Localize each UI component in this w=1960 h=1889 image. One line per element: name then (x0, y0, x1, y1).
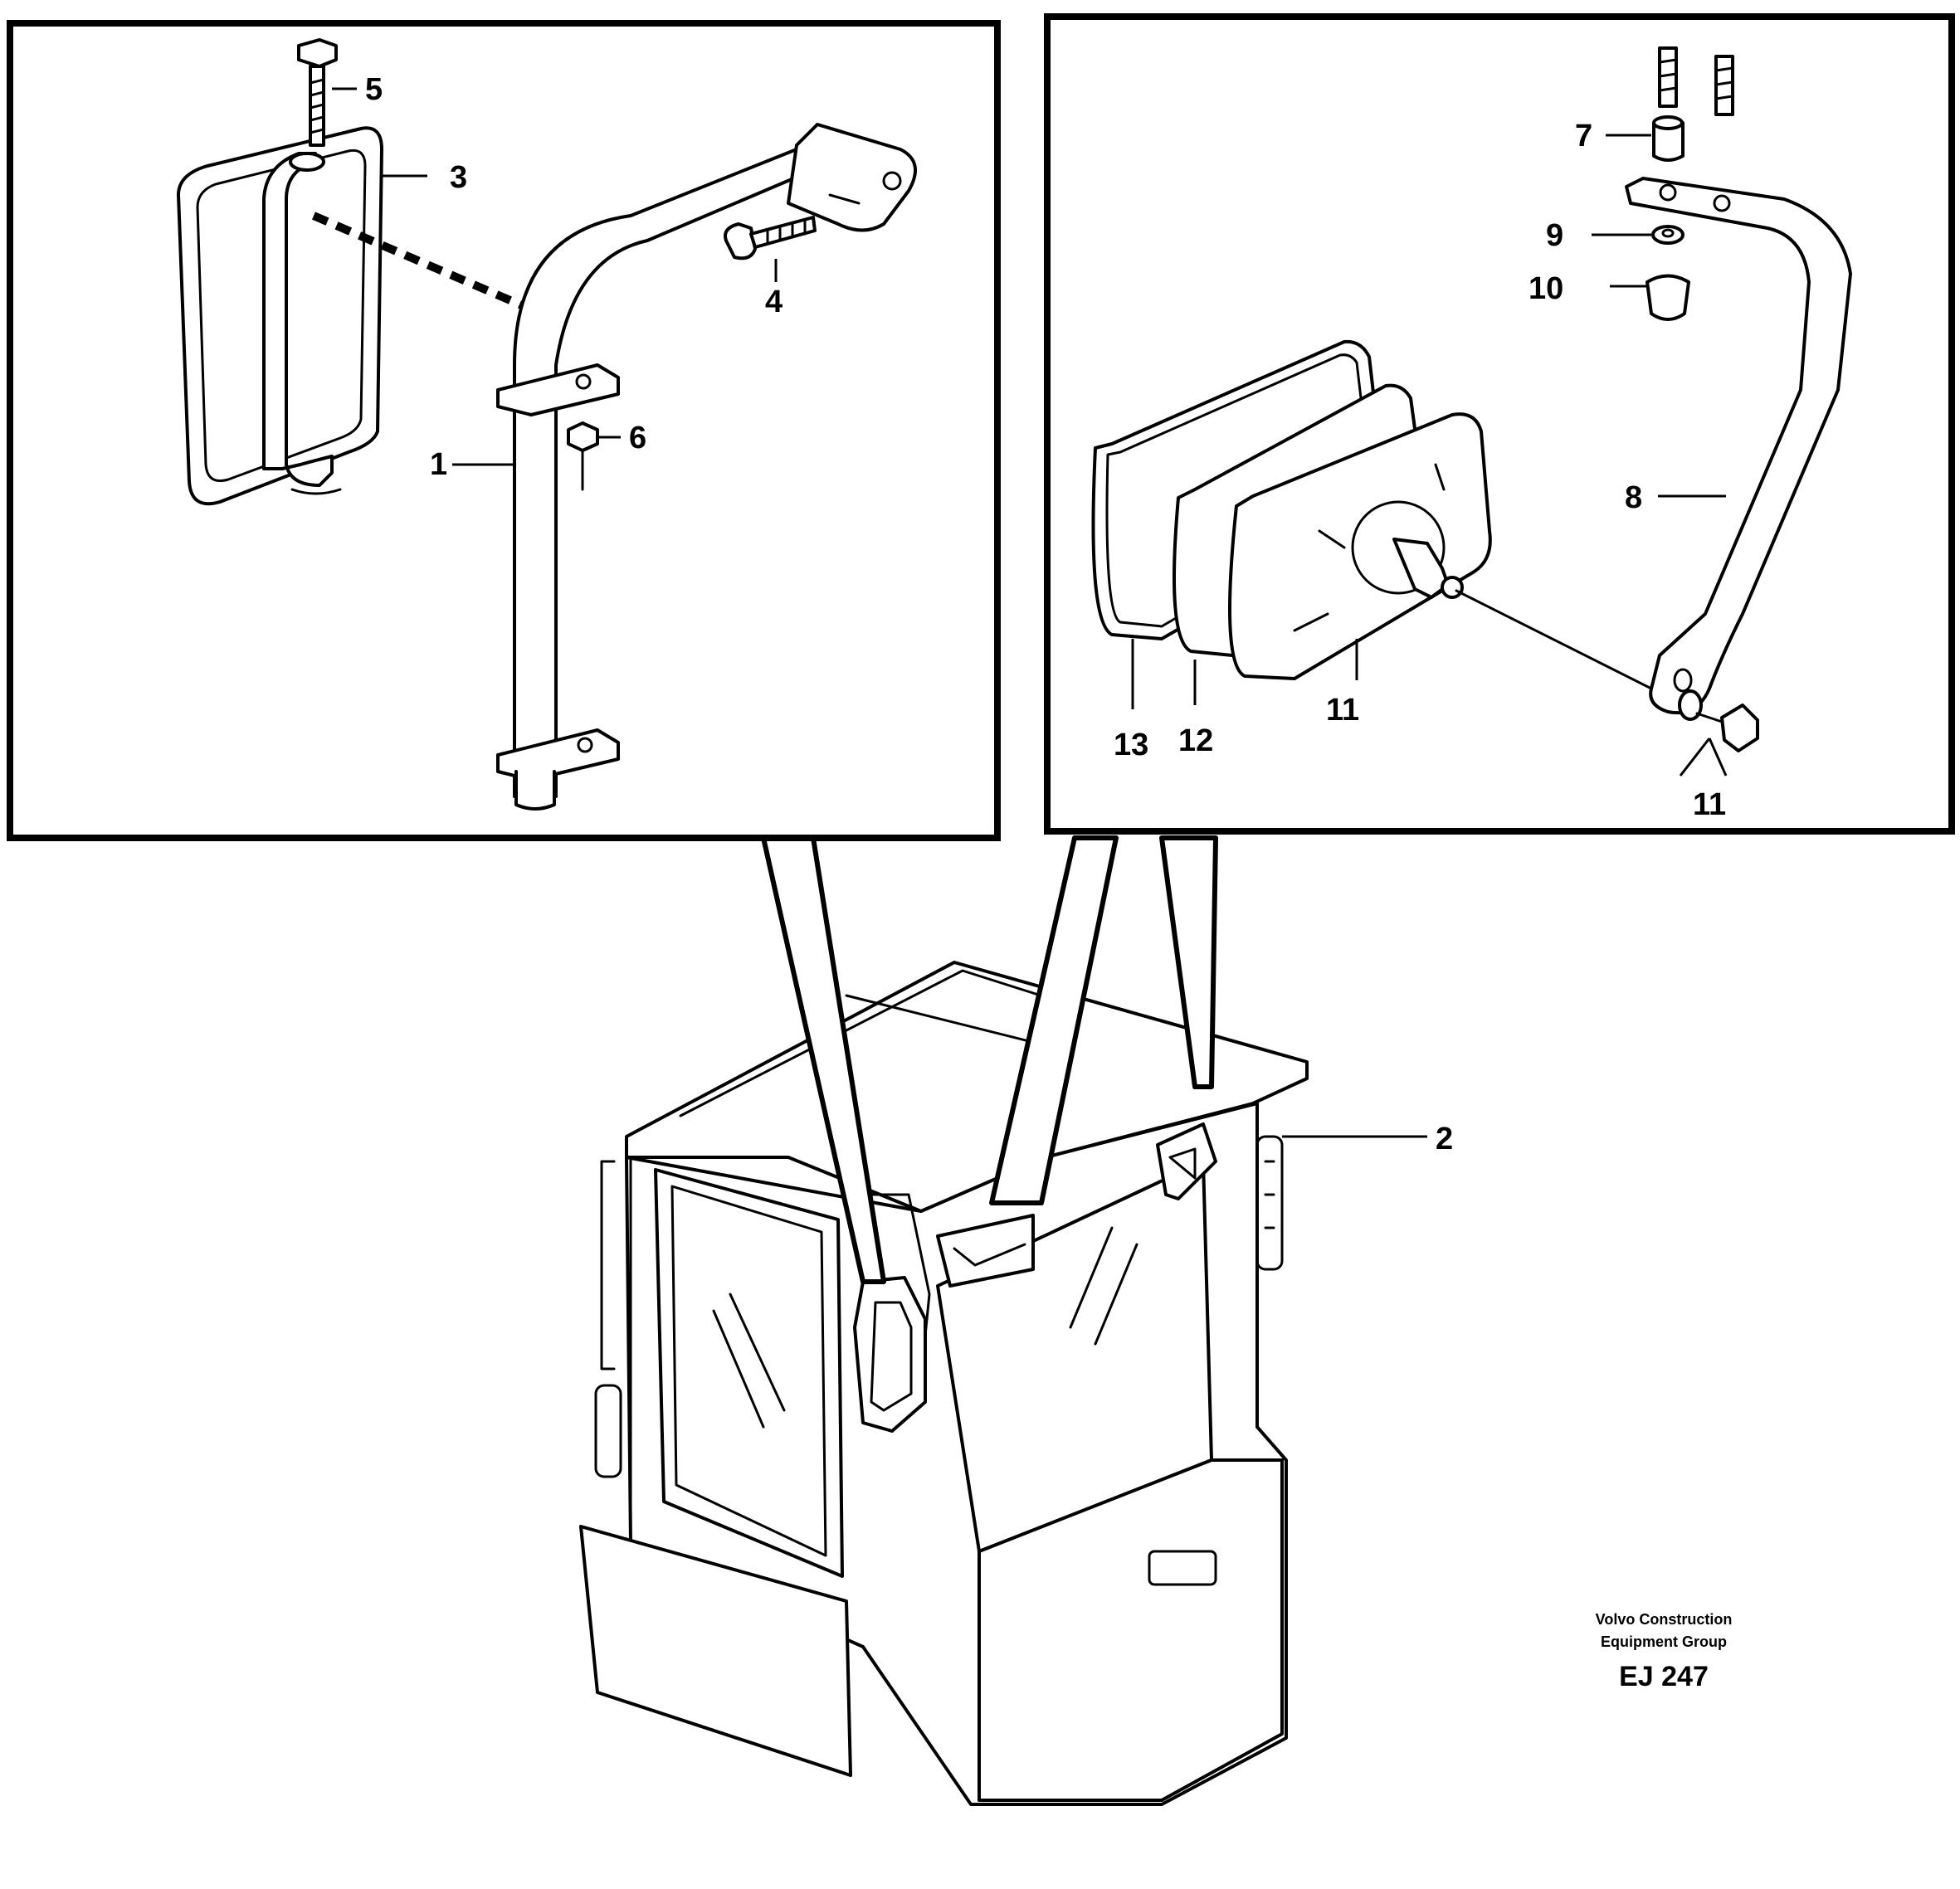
nut-part-6 (567, 421, 599, 491)
callout-7: 7 (1575, 119, 1592, 153)
callout-11-mirror: 11 (1326, 693, 1359, 728)
detail-pointers (761, 835, 1218, 1284)
callout-4: 4 (765, 285, 783, 319)
mirror-glass-part-11 (1228, 412, 1492, 680)
detail-panel-left: 5 3 4 6 1 (7, 20, 1001, 841)
callout-9: 9 (1546, 218, 1563, 253)
callout-13: 13 (1114, 728, 1148, 762)
bolt-part-5 (297, 38, 338, 147)
callout-11-nut: 11 (1693, 787, 1726, 822)
callout-12: 12 (1178, 723, 1213, 758)
callout-8: 8 (1625, 480, 1642, 515)
callout-10: 10 (1529, 271, 1563, 306)
cab-illustration (579, 961, 1309, 1806)
credit-line-2: Equipment Group (1601, 1633, 1727, 1650)
callout-5: 5 (365, 72, 383, 107)
callout-1: 1 (430, 447, 447, 482)
mirror-part-3 (177, 126, 383, 506)
bolt-part-4 (724, 216, 817, 260)
cap-part-10 (1646, 274, 1690, 321)
credit-line-1: Volvo Construction (1596, 1611, 1733, 1628)
cap-nut-part-11 (1720, 704, 1759, 752)
callout-3: 3 (450, 160, 467, 195)
callout-6: 6 (629, 421, 646, 455)
figure-code: EJ 247 (1619, 1661, 1709, 1692)
detail-panel-right: 7 9 10 8 11 12 13 11 (1044, 13, 1955, 835)
mirror-arm-part-1 (496, 123, 917, 811)
callout-2: 2 (1436, 1122, 1453, 1156)
washer-part-9 (1651, 225, 1685, 245)
dashed-connector (312, 212, 537, 315)
